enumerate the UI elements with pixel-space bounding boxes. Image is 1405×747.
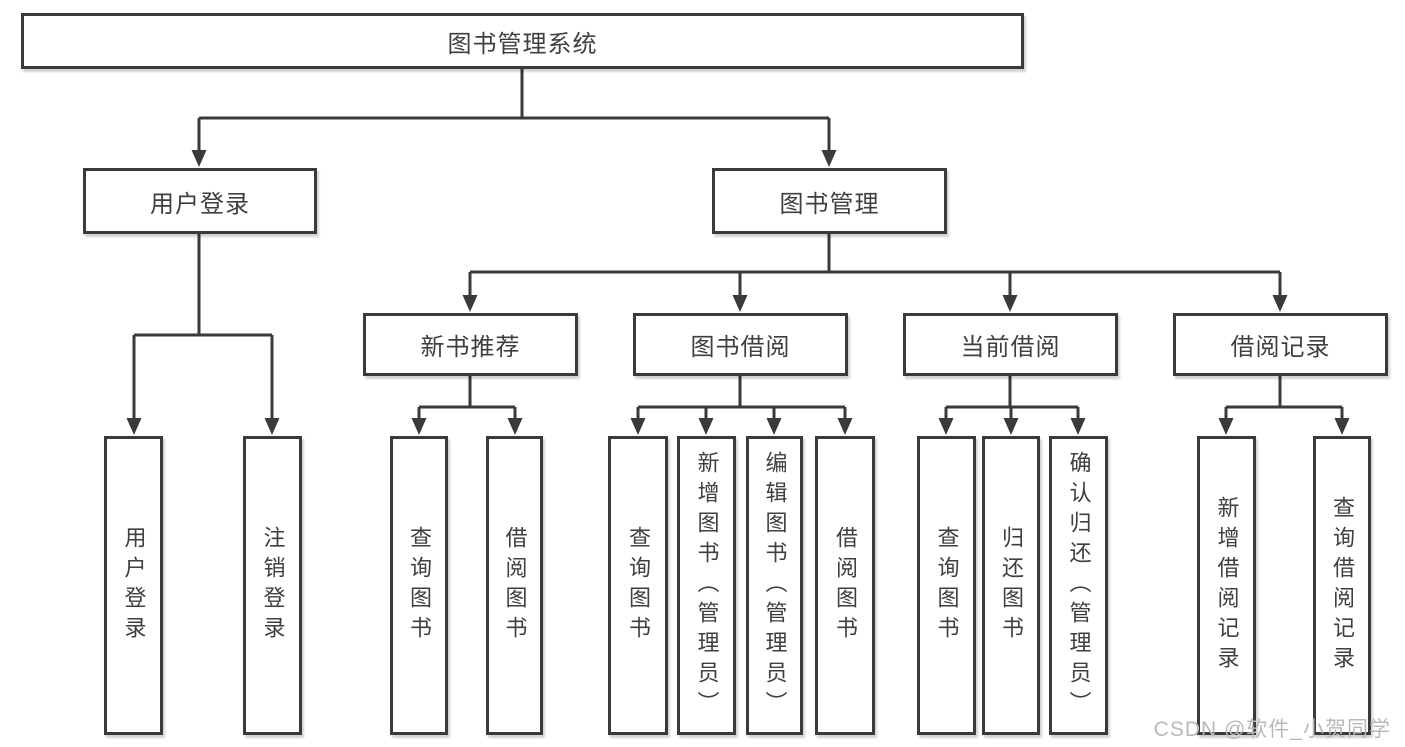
csdn-watermark: CSDN @软件_小贺同学 xyxy=(1153,718,1391,741)
leaf-query-books-borrow-label: 查询图书 xyxy=(626,525,651,646)
node-book-borrow-label: 图书借阅 xyxy=(690,334,791,361)
node-new-book-recommend: 新书推荐 xyxy=(363,313,578,376)
leaf-borrow-books-label: 借阅图书 xyxy=(833,525,858,646)
leaf-borrow-books: 借阅图书 xyxy=(815,436,875,735)
node-user-login-label: 用户登录 xyxy=(150,190,250,218)
leaf-edit-book-admin: 编辑图书（管理员） xyxy=(746,436,803,735)
leaf-user-login-label: 用户登录 xyxy=(121,525,147,646)
node-book-borrow: 图书借阅 xyxy=(633,313,848,376)
leaf-return-books-label: 归还图书 xyxy=(999,525,1024,646)
node-current-borrow: 当前借阅 xyxy=(903,313,1118,376)
node-borrow-records-label: 借阅记录 xyxy=(1230,334,1331,361)
leaf-borrow-books-recommend: 借阅图书 xyxy=(486,436,543,735)
leaf-add-book-admin-label: 新增图书（管理员） xyxy=(694,450,720,721)
leaf-confirm-return-admin-label: 确认归还（管理员） xyxy=(1066,450,1092,721)
leaf-user-login: 用户登录 xyxy=(104,436,163,735)
node-root: 图书管理系统 xyxy=(21,13,1024,69)
node-book-management: 图书管理 xyxy=(712,168,947,234)
leaf-edit-book-admin-label: 编辑图书（管理员） xyxy=(762,450,788,721)
leaf-query-books-borrow: 查询图书 xyxy=(608,436,668,735)
leaf-borrow-books-recommend-label: 借阅图书 xyxy=(502,525,528,646)
leaf-query-books-current: 查询图书 xyxy=(917,436,976,735)
node-book-management-label: 图书管理 xyxy=(779,190,880,218)
node-root-label: 图书管理系统 xyxy=(447,30,598,58)
node-borrow-records: 借阅记录 xyxy=(1173,313,1388,376)
leaf-logout-label: 注销登录 xyxy=(260,525,286,646)
node-user-login: 用户登录 xyxy=(83,168,317,234)
leaf-add-book-admin: 新增图书（管理员） xyxy=(677,436,736,735)
arrowheads xyxy=(126,150,1350,435)
leaf-query-books-current-label: 查询图书 xyxy=(934,525,960,646)
leaf-query-borrow-record-label: 查询借阅记录 xyxy=(1330,495,1355,676)
leaf-return-books: 归还图书 xyxy=(982,436,1040,735)
leaf-query-books-recommend-label: 查询图书 xyxy=(407,525,432,646)
connector-shafts xyxy=(132,68,1344,420)
leaf-query-borrow-record: 查询借阅记录 xyxy=(1313,436,1371,735)
leaf-add-borrow-record-label: 新增借阅记录 xyxy=(1214,495,1240,676)
leaf-confirm-return-admin: 确认归还（管理员） xyxy=(1049,436,1108,735)
leaf-logout: 注销登录 xyxy=(243,436,302,735)
leaf-query-books-recommend: 查询图书 xyxy=(390,436,448,735)
leaf-add-borrow-record: 新增借阅记录 xyxy=(1197,436,1256,735)
node-new-book-recommend-label: 新书推荐 xyxy=(420,334,521,361)
node-current-borrow-label: 当前借阅 xyxy=(960,334,1061,361)
